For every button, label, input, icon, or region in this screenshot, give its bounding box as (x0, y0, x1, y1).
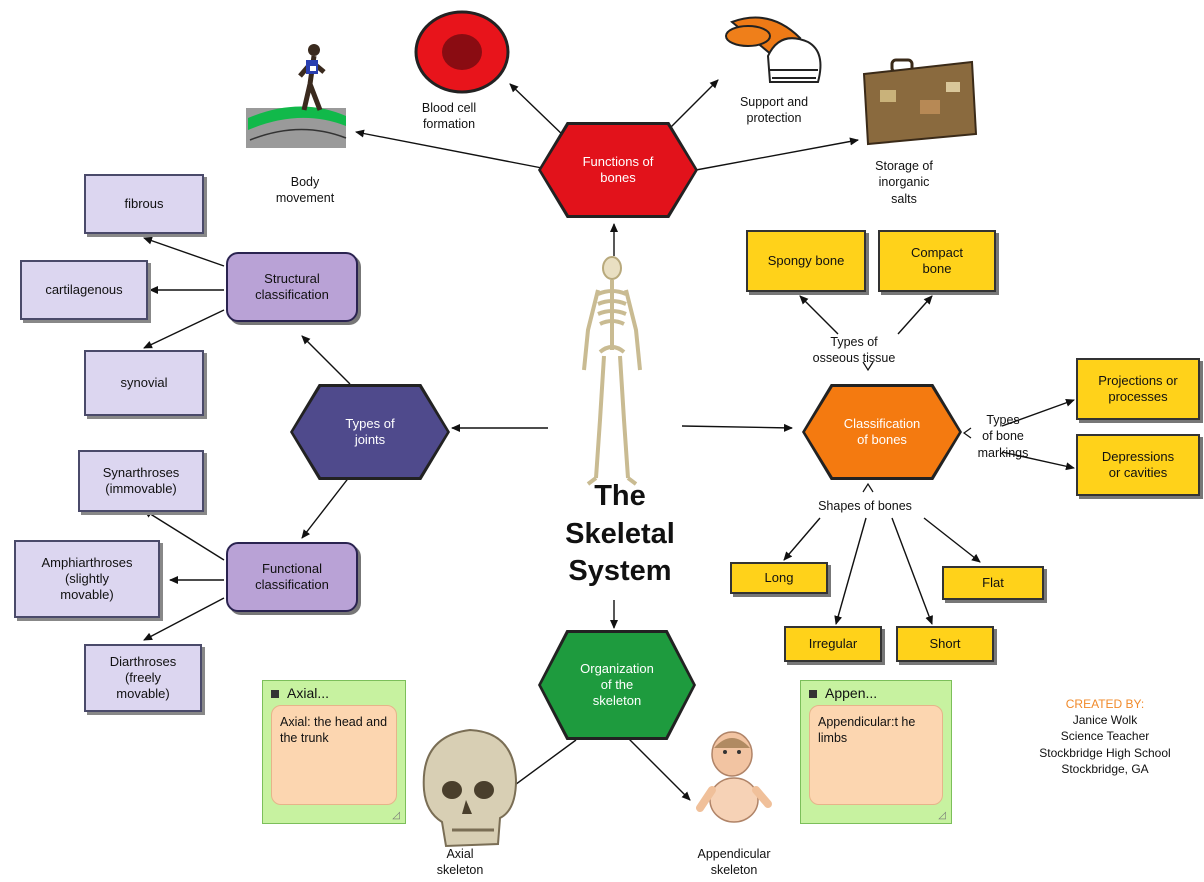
storage-label: Storage of inorganic salts (875, 159, 933, 206)
synarthroses-label: Synarthroses (immovable) (102, 464, 180, 496)
osseous-tissue-label: Types of osseous tissue (812, 335, 896, 366)
football-helmet-icon (725, 16, 822, 83)
compact-bone-box[interactable]: Compact bone (878, 230, 996, 292)
structural-classification-box[interactable]: Structural classification (226, 252, 358, 322)
chevron-markings-icon (962, 427, 972, 439)
arrow-irregular (834, 517, 867, 625)
depressions-label: Depressions or cavities (1101, 448, 1175, 480)
flat-box[interactable]: Flat (942, 566, 1044, 600)
resize-handle-icon[interactable]: ◿ (392, 810, 400, 821)
diagram-title: The Skeletal System (565, 480, 675, 588)
credits-name: Janice Wolk (1072, 713, 1138, 728)
irregular-box[interactable]: Irregular (784, 626, 882, 662)
arrow-storage (695, 137, 859, 171)
spongy-bone-box[interactable]: Spongy bone (746, 230, 866, 292)
spongy-label: Spongy bone (767, 252, 845, 268)
arrow-short (891, 517, 933, 625)
arrow-functional (301, 475, 351, 539)
credits-school: Stockbridge High School (1039, 745, 1171, 760)
irregular-label: Irregular (808, 635, 858, 651)
arrow-appendicular (627, 737, 691, 801)
arrow-long (783, 517, 821, 561)
appendicular-skeleton-label: Appendicular skeleton (697, 847, 771, 878)
organization-hub[interactable]: Organization of the skeleton (538, 630, 696, 740)
compact-label: Compact bone (910, 244, 964, 276)
amphiarthroses-label: Amphiarthroses (slightly movable) (41, 554, 133, 603)
diarthroses-box[interactable]: Diarthroses (freely movable) (84, 644, 202, 712)
short-label: Short (929, 635, 961, 651)
cartilagenous-label: cartilagenous (45, 281, 123, 297)
diarthroses-label: Diarthroses (freely movable) (109, 653, 177, 702)
axial-note-body: Axial: the head and the trunk (271, 705, 397, 805)
joints-hub-label: Types of joints (345, 415, 395, 447)
structural-label: Structural classification (255, 270, 329, 302)
runner-icon (246, 44, 347, 148)
flat-label: Flat (982, 574, 1004, 590)
red-blood-cell-icon (414, 10, 510, 94)
fibrous-label: fibrous (124, 195, 164, 211)
functions-hub[interactable]: Functions of bones (538, 122, 698, 218)
arrow-compact (897, 295, 933, 335)
movement-label: Body movement (275, 175, 335, 206)
arrow-axial (507, 739, 577, 791)
arrow-projections (1001, 398, 1075, 427)
short-box[interactable]: Short (896, 626, 994, 662)
axial-note-title-text: Axial... (287, 685, 330, 701)
support-label: Support and protection (739, 95, 809, 126)
suitcase-icon (862, 58, 978, 146)
credits-block: CREATED BY: Janice Wolk Science Teacher … (1010, 696, 1200, 777)
arrow-movement (355, 129, 543, 169)
arrow-synovial (143, 309, 225, 349)
appen-note-title: Appen... (809, 685, 877, 701)
arrow-structural (301, 335, 351, 385)
functions-hub-label: Functions of bones (582, 153, 654, 185)
axial-note-title: Axial... (271, 685, 329, 701)
resize-handle-icon[interactable]: ◿ (938, 810, 946, 821)
arrow-spongy (799, 295, 839, 335)
long-label: Long (764, 569, 794, 585)
arrow-diarthroses (143, 597, 225, 641)
long-box[interactable]: Long (730, 562, 828, 594)
organization-hub-label: Organization of the skeleton (580, 660, 654, 709)
credits-role: Science Teacher (1060, 729, 1150, 744)
chevron-osseous-icon (862, 361, 874, 372)
blood-cell-label: Blood cell formation (421, 101, 477, 132)
skull-icon (422, 728, 518, 848)
arrow-fibrous (143, 236, 225, 267)
arrow-flat (923, 517, 981, 563)
appen-note-body: Appendicular:t he limbs (809, 705, 943, 805)
credits-heading: CREATED BY: (1065, 697, 1145, 711)
functional-classification-box[interactable]: Functional classification (226, 542, 358, 612)
synovial-box[interactable]: synovial (84, 350, 204, 416)
axial-skeleton-label: Axial skeleton (436, 847, 484, 878)
projections-box[interactable]: Projections or processes (1076, 358, 1200, 420)
bone-markings-label: Types of bone markings (977, 413, 1029, 460)
note-collapse-icon[interactable] (271, 690, 279, 699)
credits-location: Stockbridge, GA (1061, 761, 1149, 776)
note-collapse-icon[interactable] (809, 690, 817, 699)
classification-hub[interactable]: Classification of bones (802, 384, 962, 480)
cartilagenous-box[interactable]: cartilagenous (20, 260, 148, 320)
classification-hub-label: Classification of bones (843, 415, 921, 447)
shapes-label: Shapes of bones (818, 499, 912, 513)
appendicular-note[interactable]: Appen... Appendicular:t he limbs ◿ (800, 680, 952, 824)
axial-note[interactable]: Axial... Axial: the head and the trunk ◿ (262, 680, 406, 824)
amphiarthroses-box[interactable]: Amphiarthroses (slightly movable) (14, 540, 160, 618)
baby-icon (696, 731, 772, 823)
appen-note-title-text: Appen... (825, 685, 878, 701)
depressions-box[interactable]: Depressions or cavities (1076, 434, 1200, 496)
synarthroses-box[interactable]: Synarthroses (immovable) (78, 450, 204, 512)
joints-hub[interactable]: Types of joints (290, 384, 450, 480)
functional-label: Functional classification (255, 560, 329, 592)
fibrous-box[interactable]: fibrous (84, 174, 204, 234)
arrow-blood (509, 83, 567, 139)
skeleton-icon (582, 256, 642, 486)
synovial-label: synovial (120, 374, 168, 390)
arrow-synarthroses (143, 509, 225, 561)
chevron-shapes-icon (862, 482, 874, 493)
arrow-depressions (1001, 451, 1075, 471)
projections-label: Projections or processes (1098, 372, 1178, 404)
arrow-to-classification (681, 423, 793, 432)
